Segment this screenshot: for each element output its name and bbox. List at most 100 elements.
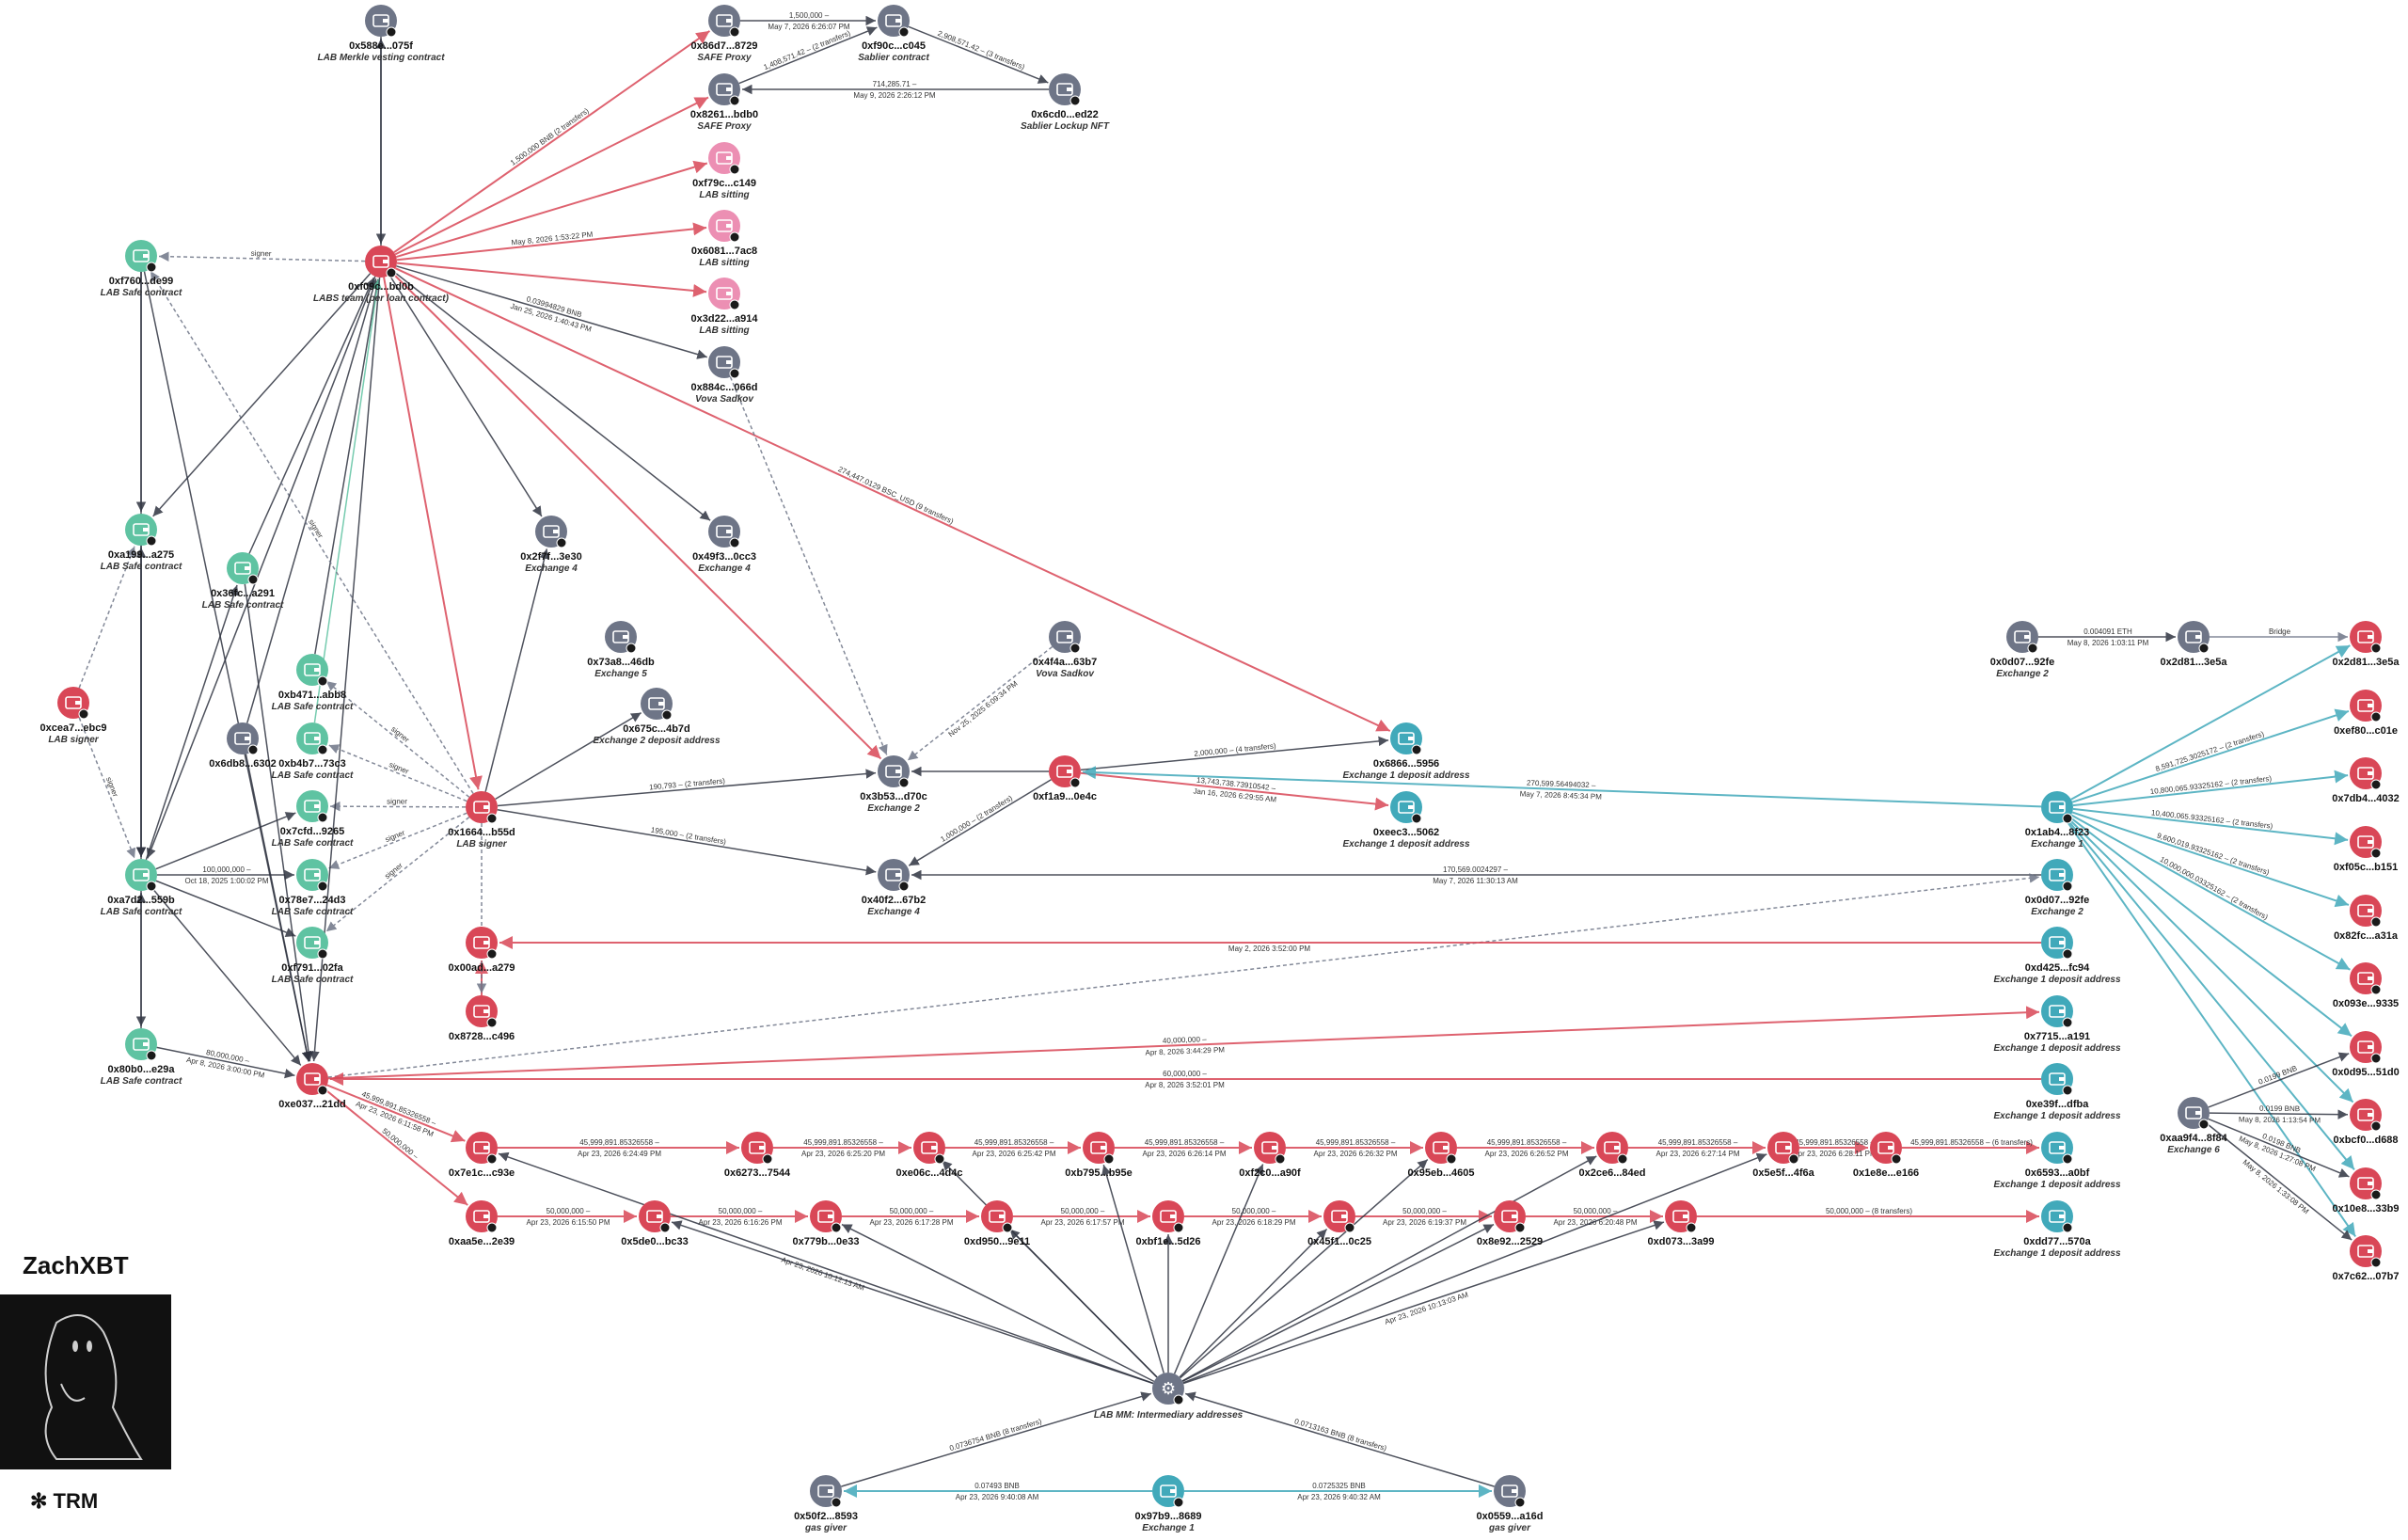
edge-n13-n10[interactable] xyxy=(248,278,374,554)
edge-n10-n4[interactable] xyxy=(394,96,709,256)
edge-n65-n53[interactable] xyxy=(1182,1152,1767,1384)
edge-n56-n57[interactable]: 50,000,000 –Apr 23, 2026 6:15:50 PM xyxy=(498,1207,637,1227)
edge-n65-n49[interactable] xyxy=(1101,1165,1164,1373)
node-n61[interactable]: 0x45f1...0c25 xyxy=(1307,1200,1371,1247)
node-n59[interactable]: 0xd950...9e11 xyxy=(964,1200,1030,1247)
edge-n65-n63[interactable]: Apr 23, 2026 10:13:03 AM xyxy=(1182,1220,1665,1385)
edge-n18-n24[interactable]: Nov 25, 2025 6:09:34 PM xyxy=(907,645,1054,761)
edge-n20-n10[interactable] xyxy=(314,278,382,655)
edge-n59-n60[interactable]: 50,000,000 –Apr 23, 2026 6:17:57 PM xyxy=(1013,1207,1150,1227)
edge-n43-n36[interactable] xyxy=(327,873,2040,1078)
edge-n11-n24[interactable] xyxy=(729,376,888,755)
node-n30[interactable]: 0x2d81...3e5a xyxy=(2333,621,2400,668)
edge-n23-n14[interactable] xyxy=(484,548,549,792)
edge-n10-n15[interactable] xyxy=(392,270,711,521)
edge-n35-r7[interactable] xyxy=(2067,818,2354,1103)
node-n60[interactable]: 0xbf1e...5d26 xyxy=(1135,1200,1201,1247)
edge-n29-n30[interactable]: Bridge xyxy=(2210,627,2348,643)
edge-n52-n53[interactable]: 45,999,891.85326558 –Apr 23, 2026 6:27:1… xyxy=(1628,1138,1766,1158)
node-r2[interactable]: 0x7db4...4032 xyxy=(2332,757,2400,804)
edge-n10-n9[interactable]: signer xyxy=(158,249,366,262)
edge-n53-n54[interactable]: 45,999,891.85326558 –Apr 23, 2026 6:28:1… xyxy=(1793,1138,1877,1158)
edge-n10-n32[interactable] xyxy=(146,276,376,859)
node-n52[interactable]: 0x2ce6...84ed xyxy=(1579,1132,1646,1179)
edge-n10-n2[interactable]: 1,500,000 BNB (2 transfers) xyxy=(393,30,711,254)
node-n48[interactable]: 0xe06c...4d4c xyxy=(896,1132,963,1179)
edge-n2-n3[interactable]: 1,500,000 –May 7, 2026 6:26:07 PM xyxy=(740,11,876,31)
node-n57[interactable]: 0x5de0...bc33 xyxy=(621,1200,689,1247)
node-r4[interactable]: 0x82fc...a31a xyxy=(2334,895,2399,942)
node-n41[interactable]: 0x8728...c496 xyxy=(449,995,515,1042)
node-n65[interactable]: ⚙LAB MM: Intermediary addresses xyxy=(1094,1373,1244,1421)
node-n47[interactable]: 0x6273...7544 xyxy=(724,1132,791,1179)
edge-n5-n4[interactable]: 714,285.71 –May 9, 2026 2:26:12 PM xyxy=(742,80,1049,100)
edge-n10-n6[interactable] xyxy=(395,160,708,259)
edge-n10-n14[interactable] xyxy=(388,274,543,517)
node-r1[interactable]: 0xef80...c01e xyxy=(2334,690,2398,737)
node-n53[interactable]: 0x5e5f...4f6a xyxy=(1752,1132,1815,1179)
edge-n35-r8[interactable] xyxy=(2067,818,2355,1170)
node-r5[interactable]: 0x093e...9335 xyxy=(2333,962,2399,1009)
edge-n32-n33[interactable]: 100,000,000 –Oct 18, 2025 1:00:02 PM xyxy=(157,865,294,885)
edge-n23-n24[interactable]: 190,793 – (2 transfers) xyxy=(497,769,877,807)
edge-n35-r6[interactable] xyxy=(2068,816,2353,1038)
node-n62[interactable]: 0x8e92...2529 xyxy=(1477,1200,1543,1247)
edge-n65-n61[interactable] xyxy=(1179,1228,1328,1378)
node-n43[interactable]: 0xe037...21dd xyxy=(278,1063,346,1110)
edge-n21-n10[interactable] xyxy=(246,278,378,723)
node-n54[interactable]: 0x1e8e...e166 xyxy=(1853,1132,1919,1179)
edge-n66-n65[interactable]: 0.0736754 BNB (8 transfers) xyxy=(841,1391,1152,1487)
edge-n65-n50[interactable] xyxy=(1173,1164,1264,1374)
edge-n45-r6[interactable]: 0.0199 BNB xyxy=(2208,1052,2350,1108)
node-n51[interactable]: 0x95eb...4605 xyxy=(1408,1132,1475,1179)
edge-n60-n61[interactable]: 50,000,000 –Apr 23, 2026 6:18:29 PM xyxy=(1184,1207,1322,1227)
edge-n35-n30[interactable] xyxy=(2070,644,2351,801)
edge-n32-n43[interactable] xyxy=(150,886,302,1066)
edge-n13-n43[interactable] xyxy=(244,583,314,1062)
node-n58[interactable]: 0x779b...0e33 xyxy=(793,1200,860,1247)
edge-n63-n64[interactable]: 50,000,000 – (8 transfers) xyxy=(1697,1207,2039,1223)
node-r6[interactable]: 0x0d95...51d0 xyxy=(2332,1031,2400,1078)
edge-n50-n51[interactable]: 45,999,891.85326558 –Apr 23, 2026 6:26:3… xyxy=(1286,1138,1423,1158)
edge-n58-n59[interactable]: 50,000,000 –Apr 23, 2026 6:17:28 PM xyxy=(842,1207,979,1227)
edge-n23-n34[interactable]: 195,000 – (2 transfers) xyxy=(497,809,877,876)
edge-n48-n49[interactable]: 45,999,891.85326558 –Apr 23, 2026 6:25:4… xyxy=(945,1138,1081,1158)
edge-n57-n58[interactable]: 50,000,000 –Apr 23, 2026 6:16:26 PM xyxy=(671,1207,808,1227)
edge-n35-n25[interactable]: 270,599.56494032 –May 7, 2026 8:45:34 PM xyxy=(1082,766,2042,808)
edge-n44-n43[interactable]: 60,000,000 –Apr 8, 2026 3:52:01 PM xyxy=(330,1070,2041,1089)
edge-n25-n34[interactable]: 1,000,000 – (2 transfers) xyxy=(908,779,1052,866)
edge-n65-n51[interactable] xyxy=(1180,1159,1429,1379)
